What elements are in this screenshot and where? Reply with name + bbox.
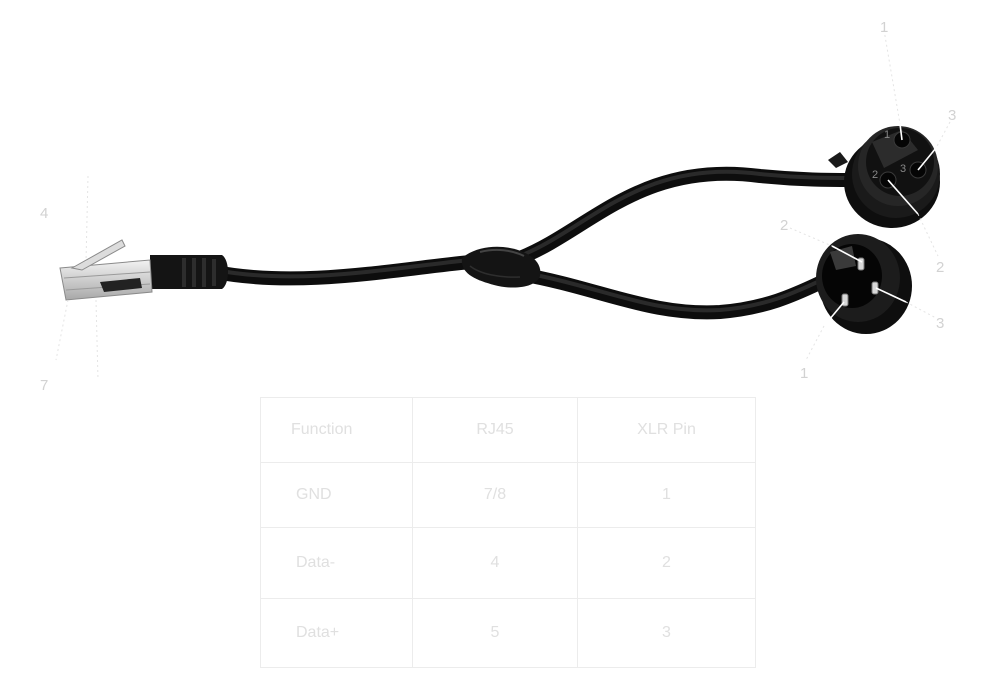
table-row: Data- 4 2 [260,527,756,599]
callout-female-right: 3 [948,107,956,124]
callout-rj45-left: 7 [40,377,48,393]
callout-male-upper: 2 [780,217,788,234]
cell-function: GND [260,462,413,528]
splitter-molding [461,246,541,288]
cable-branch-female [513,166,859,265]
header-rj45: RJ45 [412,397,578,463]
male-pin-3 [871,281,879,295]
xlr-female-connector: 1 3 2 [828,123,940,228]
cell-function: Data- [260,527,413,599]
callout-leaders [55,29,951,381]
rj45-connector [59,239,228,301]
cell-function: Data+ [260,598,413,668]
xlr-male-connector [816,234,912,334]
callout-female-lower: 2 [936,259,944,276]
rj45-boot-rib [212,259,216,286]
cell-xlr-pin: 2 [577,527,756,599]
female-pin-mark-3: 3 [900,163,906,175]
pinout-table: Function RJ45 XLR Pin GND 7/8 1 Data- 4 … [260,397,756,668]
cell-xlr-pin: 3 [577,598,756,668]
table-row: GND 7/8 1 [260,462,756,528]
cell-rj45: 4 [412,527,578,599]
female-pin-mark-1: 1 [884,129,890,141]
cable-branch-male [513,267,833,320]
callout-rj45-top: 4 [40,205,48,222]
rj45-latch [70,239,126,271]
rj45-boot-rib [202,258,206,287]
rj45-boot-rib [182,258,186,287]
cell-rj45: 5 [412,598,578,668]
cell-rj45: 7/8 [412,462,578,528]
female-pin-mark-2: 2 [872,169,878,181]
header-xlr-pin: XLR Pin [577,397,756,463]
callout-male-bottom: 1 [800,365,808,382]
callout-female-top: 1 [880,19,888,36]
callout-male-right: 3 [936,315,944,332]
cable-main [208,255,477,286]
dmx-rj45-y-cable-diagram: 1 3 2 1 3 2 2 3 1 4 7 8 [40,19,956,393]
header-function: Function [260,397,413,463]
table-header-row: Function RJ45 XLR Pin [260,397,756,463]
table-row: Data+ 5 3 [260,598,756,668]
cell-xlr-pin: 1 [577,462,756,528]
rj45-boot-rib [192,258,196,287]
